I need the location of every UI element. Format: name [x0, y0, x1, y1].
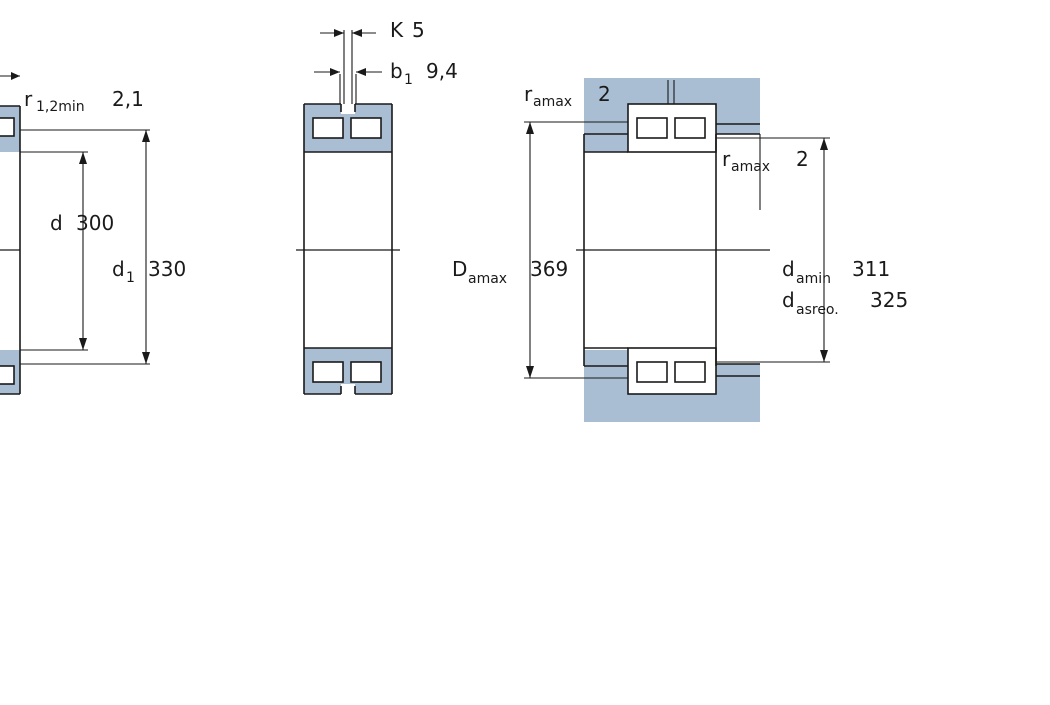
b1-symbol: b	[390, 59, 403, 83]
ramax-top-symbol: r	[524, 82, 533, 106]
abutment-dimension-lines	[524, 121, 830, 379]
dasreo-value: 325	[870, 288, 908, 312]
damin-value: 311	[852, 257, 890, 281]
middle-labels: K 5 b 1 9,4	[390, 18, 458, 88]
b1-subscript: 1	[404, 72, 413, 88]
left-labels: r 1,2min 2,1 d 300 d 1 330	[24, 87, 186, 286]
ramax-right-subscript: amax	[731, 159, 770, 175]
d1-subscript: 1	[126, 270, 135, 286]
r12min-subscript: 1,2min	[36, 99, 85, 115]
damax-subscript: amax	[468, 271, 507, 287]
d1-symbol: d	[112, 257, 125, 281]
k-symbol: K	[390, 18, 404, 42]
dasreo-symbol: d	[782, 288, 795, 312]
r12min-symbol: r	[24, 87, 33, 111]
damax-value: 369	[530, 257, 568, 281]
left-bearing-section	[0, 105, 21, 395]
damin-symbol: d	[782, 257, 795, 281]
b1-value: 9,4	[426, 59, 458, 83]
middle-dimension-lines	[314, 29, 382, 76]
ramax-right-value: 2	[796, 147, 809, 171]
ramax-top-subscript: amax	[533, 94, 572, 110]
dasreo-subscript: asreo.	[796, 302, 839, 318]
k-value: 5	[412, 18, 425, 42]
d1-value: 330	[148, 257, 186, 281]
d-value: 300	[76, 211, 114, 235]
left-dimension-lines	[0, 72, 150, 365]
abutment-labels: r amax 2 r amax 2 D amax 369 d amin 311 …	[452, 82, 908, 318]
r12min-value: 2,1	[112, 87, 144, 111]
abutment-bearing-section	[576, 80, 770, 395]
ramax-top-value: 2	[598, 82, 611, 106]
damin-subscript: amin	[796, 271, 831, 287]
damax-symbol: D	[452, 257, 467, 281]
ramax-right-symbol: r	[722, 147, 731, 171]
d-symbol: d	[50, 211, 63, 235]
middle-bearing-section	[296, 30, 400, 398]
